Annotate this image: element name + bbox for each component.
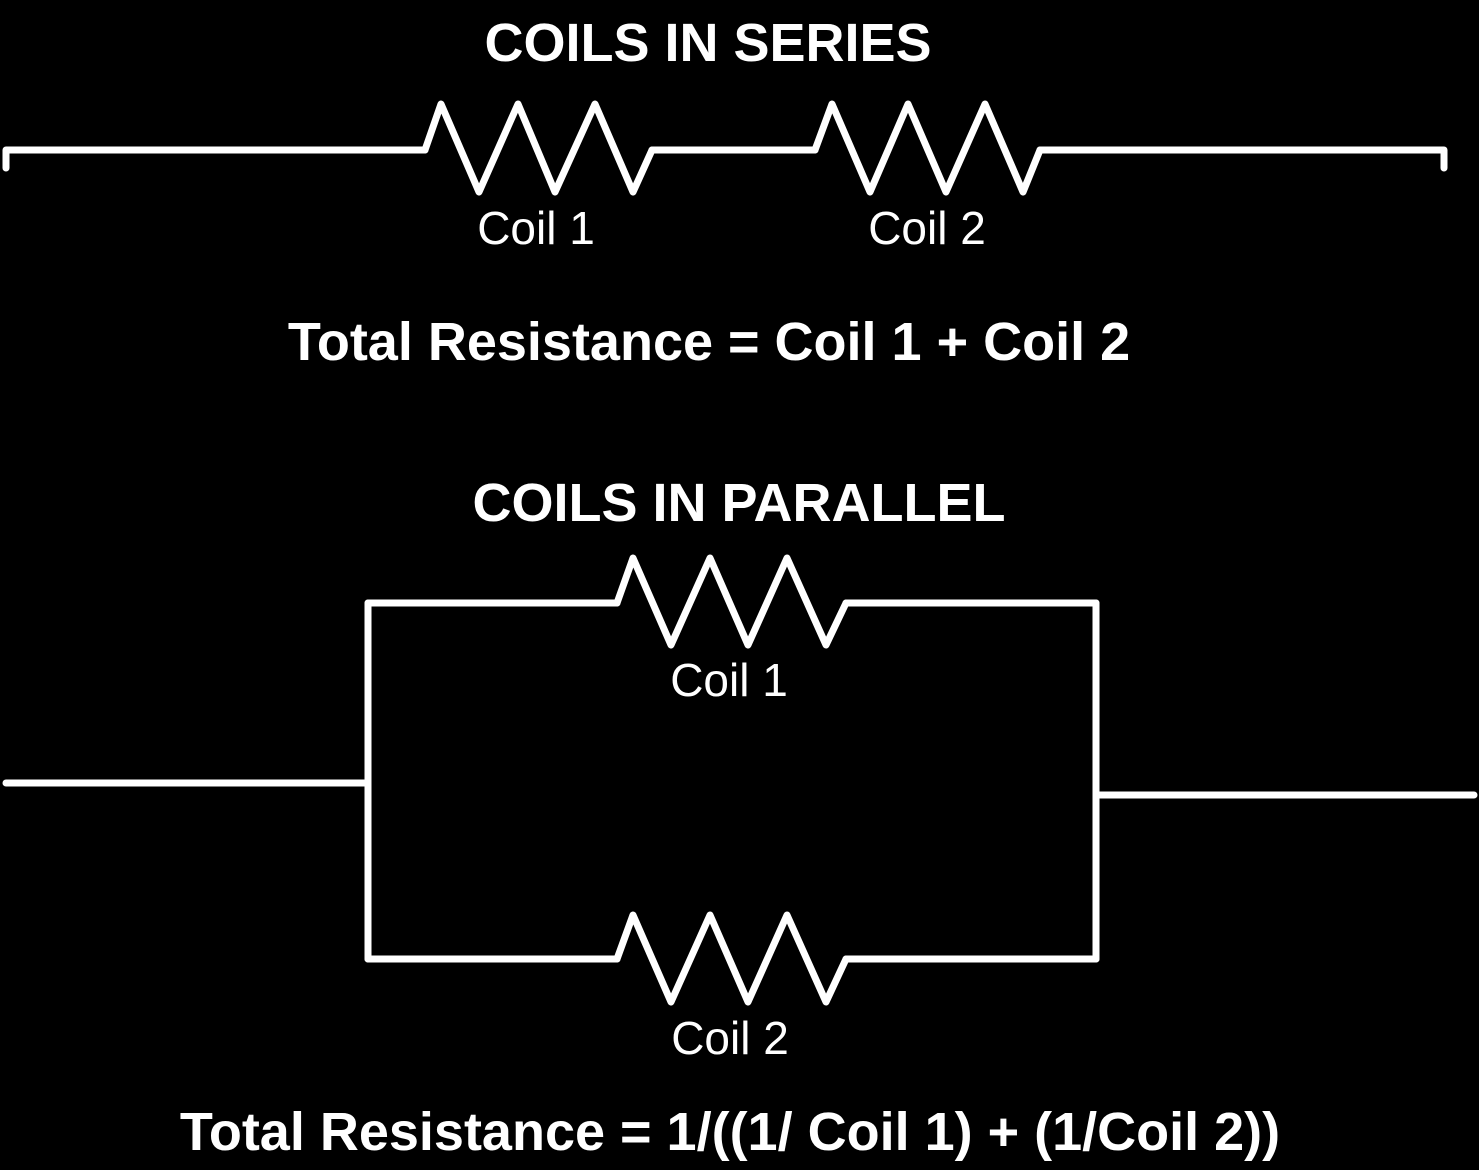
- series-coil-2-label: Coil 2: [868, 202, 986, 254]
- parallel-heading: COILS IN PARALLEL: [473, 473, 1006, 533]
- parallel-formula: Total Resistance = 1/((1/ Coil 1) + (1/C…: [180, 1102, 1280, 1162]
- series-right-wire: [1036, 146, 1448, 172]
- series-section: COILS IN SERIES Coil 1 Coil 2 Total Resi…: [2, 13, 1448, 372]
- parallel-coil-2-label: Coil 2: [671, 1012, 789, 1064]
- parallel-coil-2-resistor: [613, 911, 850, 1006]
- parallel-section: COILS IN PARALLEL Coil 1 Coil 2 Total Re…: [2, 473, 1478, 1162]
- series-coil-1-label: Coil 1: [477, 202, 595, 254]
- parallel-coil-1-resistor: [613, 554, 850, 649]
- series-formula: Total Resistance = Coil 1 + Coil 2: [288, 312, 1130, 372]
- parallel-coil-1-label: Coil 1: [670, 654, 788, 706]
- series-coil-1-resistor: [421, 100, 656, 196]
- series-left-wire: [2, 146, 429, 172]
- series-heading: COILS IN SERIES: [484, 13, 931, 73]
- series-coil-2-resistor: [811, 100, 1044, 196]
